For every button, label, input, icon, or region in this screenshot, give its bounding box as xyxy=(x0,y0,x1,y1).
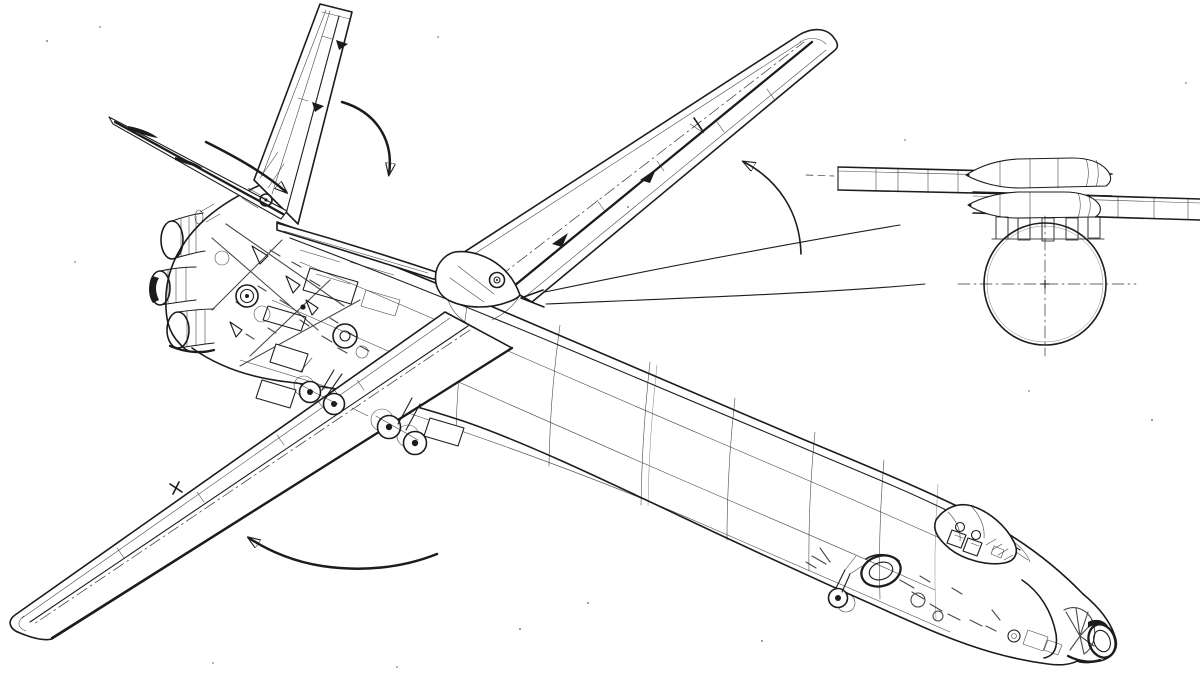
main-landing-gear xyxy=(255,343,465,456)
apu-stub xyxy=(199,203,221,223)
gear-door xyxy=(255,379,297,409)
stabilizer-joint xyxy=(259,193,273,207)
sensor-ring xyxy=(860,554,902,588)
paper-speckles xyxy=(46,26,1187,668)
ejection-seats xyxy=(946,521,983,557)
wing-pivot-bolt xyxy=(488,271,506,289)
rear-engine-cluster xyxy=(149,185,370,367)
front-view-inset xyxy=(805,157,1200,357)
radar-dish xyxy=(1063,607,1096,655)
apu-cap xyxy=(194,209,204,225)
turbine-detail xyxy=(214,196,369,359)
engine-nozzle-1 xyxy=(160,212,206,260)
wing-sweep-arrowhead xyxy=(520,289,545,308)
fin-rotation-arrow xyxy=(340,100,390,174)
inset-support-cradle xyxy=(991,216,1105,242)
tail-empennage xyxy=(108,3,353,225)
motion-arrows xyxy=(204,100,926,570)
inset-fuselage-circle xyxy=(957,215,1137,357)
fuselage-frame-lines xyxy=(455,286,939,621)
wing-sweep-arc-upper xyxy=(544,224,901,293)
engine-nozzle-3 xyxy=(166,308,216,354)
engine-lattice xyxy=(211,223,370,367)
cockpit-canopy xyxy=(934,504,1031,565)
fuselage-top-inner-line xyxy=(289,237,1021,551)
nose-equipment-drum xyxy=(1007,629,1021,643)
main-gear-bogie-2 xyxy=(351,397,465,456)
oblique-wing xyxy=(9,28,839,641)
wing-pivot-fairing xyxy=(434,250,521,329)
main-gear-bogie-1 xyxy=(269,343,346,416)
vertical-stabilizer xyxy=(253,3,353,225)
nose-radome xyxy=(1007,579,1118,664)
rear-deck-fairing xyxy=(262,222,444,332)
canopy-outline xyxy=(934,504,1018,565)
wing-left-panel xyxy=(9,311,514,641)
inset-nacelle-lower xyxy=(967,191,1101,219)
left-wing-sweep-arrow xyxy=(249,538,439,570)
cockpit-aft-bulkhead xyxy=(1021,579,1058,659)
tailplane-rotation-arrow xyxy=(204,140,286,192)
stringer-line-2 xyxy=(271,299,936,591)
nose-landing-gear xyxy=(827,555,863,613)
wing-forward-rotation-arrow xyxy=(744,162,802,255)
engine-dark-fittings xyxy=(229,245,319,338)
forward-equipment-detail xyxy=(805,547,1001,632)
wing-sweep-arc-lower xyxy=(545,283,926,305)
sensor-ring-arc xyxy=(865,553,900,562)
stringer-line-1 xyxy=(299,261,956,546)
engine-bay-outline xyxy=(165,185,259,353)
fuselage-belly-edge xyxy=(191,347,1078,666)
wing-right-panel xyxy=(454,28,839,303)
engine-nozzle-2 xyxy=(149,266,197,306)
windscreen-lines xyxy=(1013,541,1031,563)
inset-nacelle-upper xyxy=(965,157,1112,189)
horizontal-stabilizer xyxy=(108,116,288,220)
